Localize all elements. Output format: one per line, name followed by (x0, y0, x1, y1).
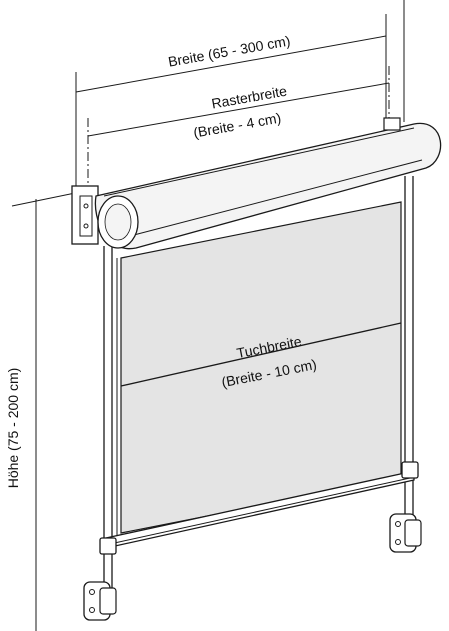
wall-outline (11, 0, 405, 631)
height-total-label: Höhe (75 - 200 cm) (5, 368, 21, 489)
right-floor-bracket (389, 513, 422, 553)
left-floor-bracket (83, 581, 117, 621)
height-dimension: Höhe (75 - 200 cm) (5, 368, 21, 489)
fabric-panel: Tuchbreite (Breite - 10 cm) (120, 201, 402, 534)
cassette-housing (94, 122, 442, 250)
grid-width-formula: (Breite - 4 cm) (192, 109, 282, 140)
left-wall-bracket (71, 185, 99, 245)
bottom-bar (99, 461, 419, 555)
right-top-bracket (383, 117, 401, 131)
